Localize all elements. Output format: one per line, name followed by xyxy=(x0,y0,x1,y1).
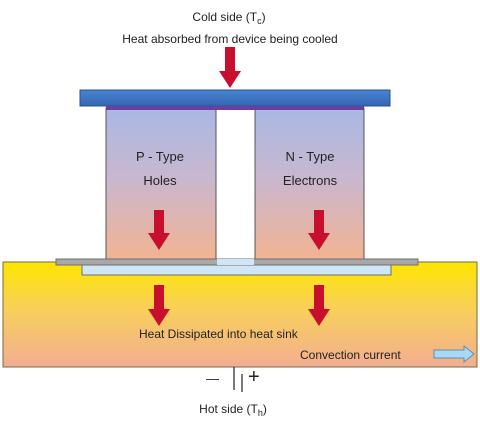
heat-dissipated-label: Heat Dissipated into heat sink xyxy=(139,327,298,341)
heat-absorbed-label: Heat absorbed from device being cooled xyxy=(122,32,338,46)
battery-positive-sign: + xyxy=(248,366,260,388)
cold-side-prefix: Cold side (T xyxy=(192,10,258,24)
n-leg-arrow xyxy=(308,210,330,250)
sink-arrow-right xyxy=(308,285,330,326)
n-type-leg xyxy=(254,107,365,264)
cold-side-plate xyxy=(79,89,391,107)
convection-label: Convection current xyxy=(300,348,401,362)
p-leg-arrow xyxy=(148,210,170,250)
heat-sink xyxy=(2,261,478,368)
p-type-carrier: Holes xyxy=(143,173,177,188)
cold-side-suffix: ) xyxy=(261,10,266,24)
battery-negative-sign: — xyxy=(206,371,219,386)
p-type-title: P - Type xyxy=(136,149,184,164)
n-type-carrier: Electrons xyxy=(282,173,338,188)
hot-side-label: Hot side (Th) xyxy=(199,402,267,418)
hot-side-subscript: h xyxy=(257,408,263,418)
battery-symbol xyxy=(233,367,243,392)
hot-side-prefix: Hot side (T xyxy=(199,402,258,416)
cold-junction-strip xyxy=(106,106,364,110)
cold-side-label: Cold side (Tc) xyxy=(192,10,266,26)
sink-arrow-left xyxy=(148,285,170,326)
cold-side-subscript: c xyxy=(257,16,262,26)
hot-strip-gap xyxy=(217,259,254,265)
hot-side-plate xyxy=(81,264,392,276)
convection-arrow xyxy=(433,344,475,364)
hot-side-suffix: ) xyxy=(262,402,267,416)
heat-absorbed-arrow xyxy=(219,47,241,88)
n-type-title: N - Type xyxy=(285,149,335,164)
